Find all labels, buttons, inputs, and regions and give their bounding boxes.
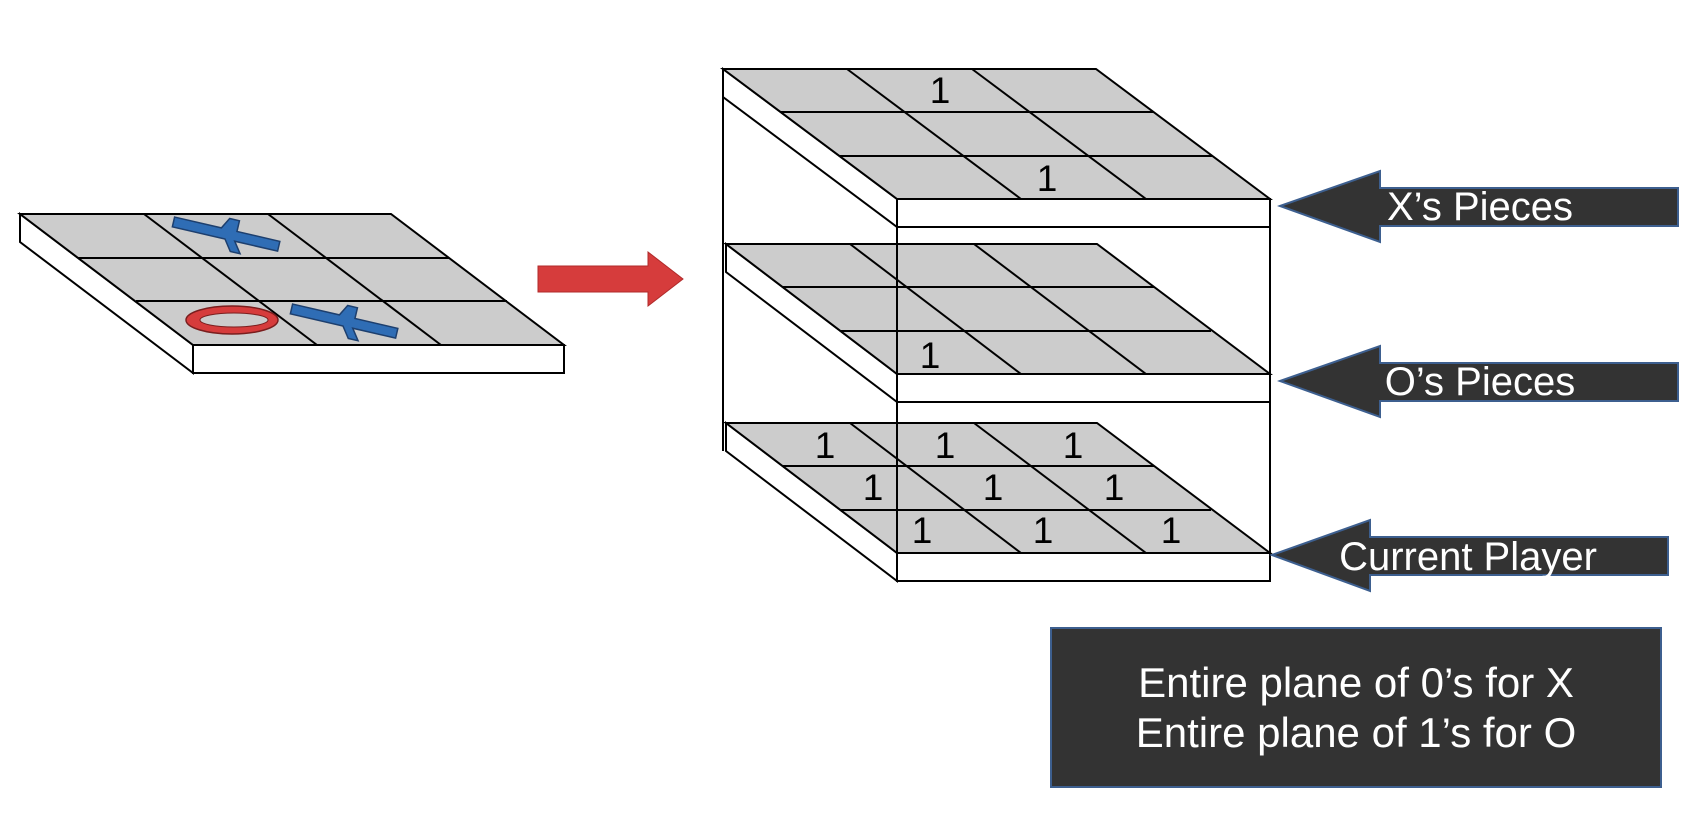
game-board xyxy=(17,211,567,376)
cell-value: 1 xyxy=(1161,510,1182,551)
left-arrow-icon xyxy=(1277,169,1679,244)
cell-value: 1 xyxy=(815,425,836,466)
cell-value: 1 xyxy=(1063,425,1084,466)
left-arrow-icon xyxy=(1269,518,1669,593)
cell-value: 1 xyxy=(1104,467,1125,508)
encoding-note: Entire plane of 0’s for X Entire plane o… xyxy=(1050,627,1662,788)
note-line-1: Entire plane of 0’s for X xyxy=(1138,658,1574,706)
cell-value: 1 xyxy=(935,425,956,466)
plane-x-pieces xyxy=(719,67,1274,229)
current-player-label: Current Player xyxy=(1269,518,1669,593)
x-pieces-label-text: X’s Pieces xyxy=(1387,185,1573,229)
cell-value: 1 xyxy=(930,70,951,111)
x-piece-icon xyxy=(171,216,281,255)
cube-outline xyxy=(722,69,1271,581)
x-pieces-label: X’s Pieces xyxy=(1277,169,1679,244)
transform-arrow-icon xyxy=(537,250,684,308)
o-pieces-label: O’s Pieces xyxy=(1277,344,1679,419)
cell-value: 1 xyxy=(983,467,1004,508)
o-pieces-label-text: O’s Pieces xyxy=(1385,360,1575,404)
x-piece-icon xyxy=(289,303,399,342)
plane-o-pieces xyxy=(723,241,1273,405)
left-arrow-icon xyxy=(1277,344,1679,419)
cell-value: 1 xyxy=(1033,510,1054,551)
o-piece-icon xyxy=(185,305,279,335)
current-player-label-text: Current Player xyxy=(1339,535,1597,579)
cell-value: 1 xyxy=(920,335,941,376)
cell-value: 1 xyxy=(1037,158,1058,199)
cell-value: 1 xyxy=(912,510,933,551)
cell-values: 1 1 1 1 1 1 1 1 1 1 1 1 xyxy=(815,70,1182,551)
note-line-2: Entire plane of 1’s for O xyxy=(1135,708,1577,756)
cell-value: 1 xyxy=(863,467,884,508)
